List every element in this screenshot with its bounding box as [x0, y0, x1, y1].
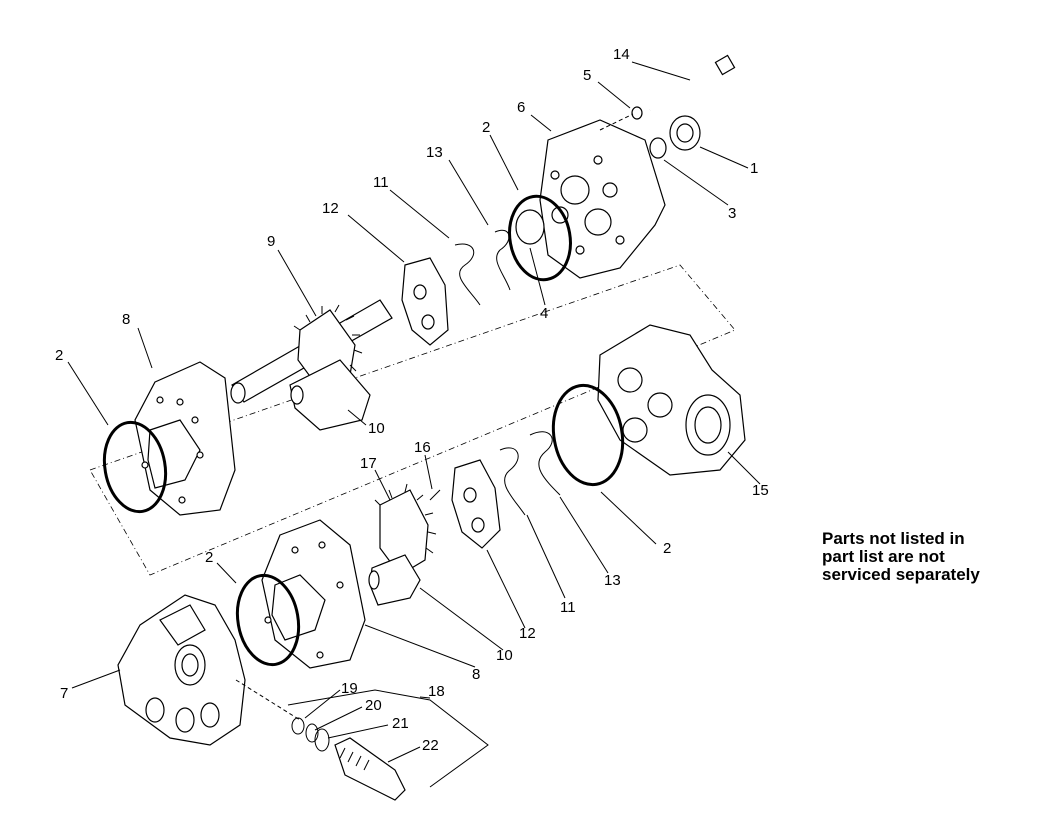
callout-19: 19 — [341, 680, 358, 697]
part-5-washer — [631, 106, 643, 120]
callout-17: 17 — [360, 455, 377, 472]
part-3-ring — [649, 137, 667, 159]
callout-6: 6 — [517, 99, 525, 116]
note-line-2: part list are not — [822, 547, 945, 566]
parts-note: Parts not listed in part list are not se… — [822, 530, 1052, 584]
part-10-driven-gear-upper — [289, 359, 371, 431]
part-8-gear-body-upper — [134, 361, 236, 516]
part-14-bolt — [649, 54, 736, 112]
part-16-dowel-pin — [429, 489, 441, 501]
callout-8: 8 — [122, 311, 130, 328]
part-13-wire-seal-lower — [529, 431, 561, 496]
callout-10: 10 — [368, 420, 385, 437]
callout-2: 2 — [205, 549, 213, 566]
callout-9: 9 — [267, 233, 275, 250]
part-12-wear-plate-lower — [451, 459, 501, 549]
callout-12: 12 — [322, 200, 339, 217]
note-line-3: serviced separately — [822, 565, 980, 584]
callout-21: 21 — [392, 715, 409, 732]
callout-14: 14 — [613, 46, 630, 63]
part-21-o-ring — [314, 728, 330, 752]
callout-7: 7 — [60, 685, 68, 702]
part-18-relief-valve-kit — [287, 689, 489, 801]
callout-3: 3 — [728, 205, 736, 222]
part-4-bushing — [515, 209, 545, 245]
callout-1: 1 — [750, 160, 758, 177]
part-22-valve-cartridge — [334, 737, 406, 801]
callout-13: 13 — [604, 572, 621, 589]
part-2-o-ring-upper — [508, 194, 572, 282]
part-20-backup-ring — [305, 723, 319, 743]
callout-11: 11 — [373, 174, 389, 191]
callout-10: 10 — [496, 647, 513, 664]
part-12-wear-plate-upper — [401, 257, 449, 346]
callout-22: 22 — [422, 737, 439, 754]
part-2-o-ring-left — [102, 420, 168, 514]
callout-2: 2 — [482, 119, 490, 136]
part-8-gear-body-lower — [261, 519, 366, 669]
callout-16: 16 — [414, 439, 431, 456]
callout-labels: 14 5 6 2 1 3 13 11 12 9 4 8 2 10 15 16 1… — [55, 46, 769, 754]
part-13-wire-seal-upper — [494, 229, 511, 291]
callout-2: 2 — [663, 540, 671, 557]
callout-5: 5 — [583, 67, 591, 84]
part-6-rear-cover — [539, 119, 666, 279]
part-11-wire-seal-upper — [454, 243, 481, 306]
part-11-wire-seal-lower — [499, 447, 526, 516]
part-17-idler-gear — [374, 483, 437, 576]
leader-lines — [67, 61, 761, 763]
note-line-1: Parts not listed in — [822, 529, 965, 548]
callout-12: 12 — [519, 625, 536, 642]
callout-15: 15 — [752, 482, 769, 499]
callout-8: 8 — [472, 666, 480, 683]
part-2-o-ring-lower — [235, 573, 301, 667]
part-7-valve-body — [117, 594, 246, 746]
callout-4: 4 — [540, 305, 548, 322]
assembly-boundary — [89, 264, 736, 576]
callout-11: 11 — [560, 599, 576, 616]
part-2-o-ring-right — [551, 383, 625, 487]
callout-18: 18 — [428, 683, 445, 700]
part-10-driven-gear-lower — [368, 554, 421, 606]
callout-20: 20 — [365, 697, 382, 714]
part-19-o-ring — [291, 717, 305, 735]
part-15-front-cover — [597, 324, 746, 476]
callout-13: 13 — [426, 144, 443, 161]
callout-2: 2 — [55, 347, 63, 364]
part-1-seal — [669, 115, 701, 151]
